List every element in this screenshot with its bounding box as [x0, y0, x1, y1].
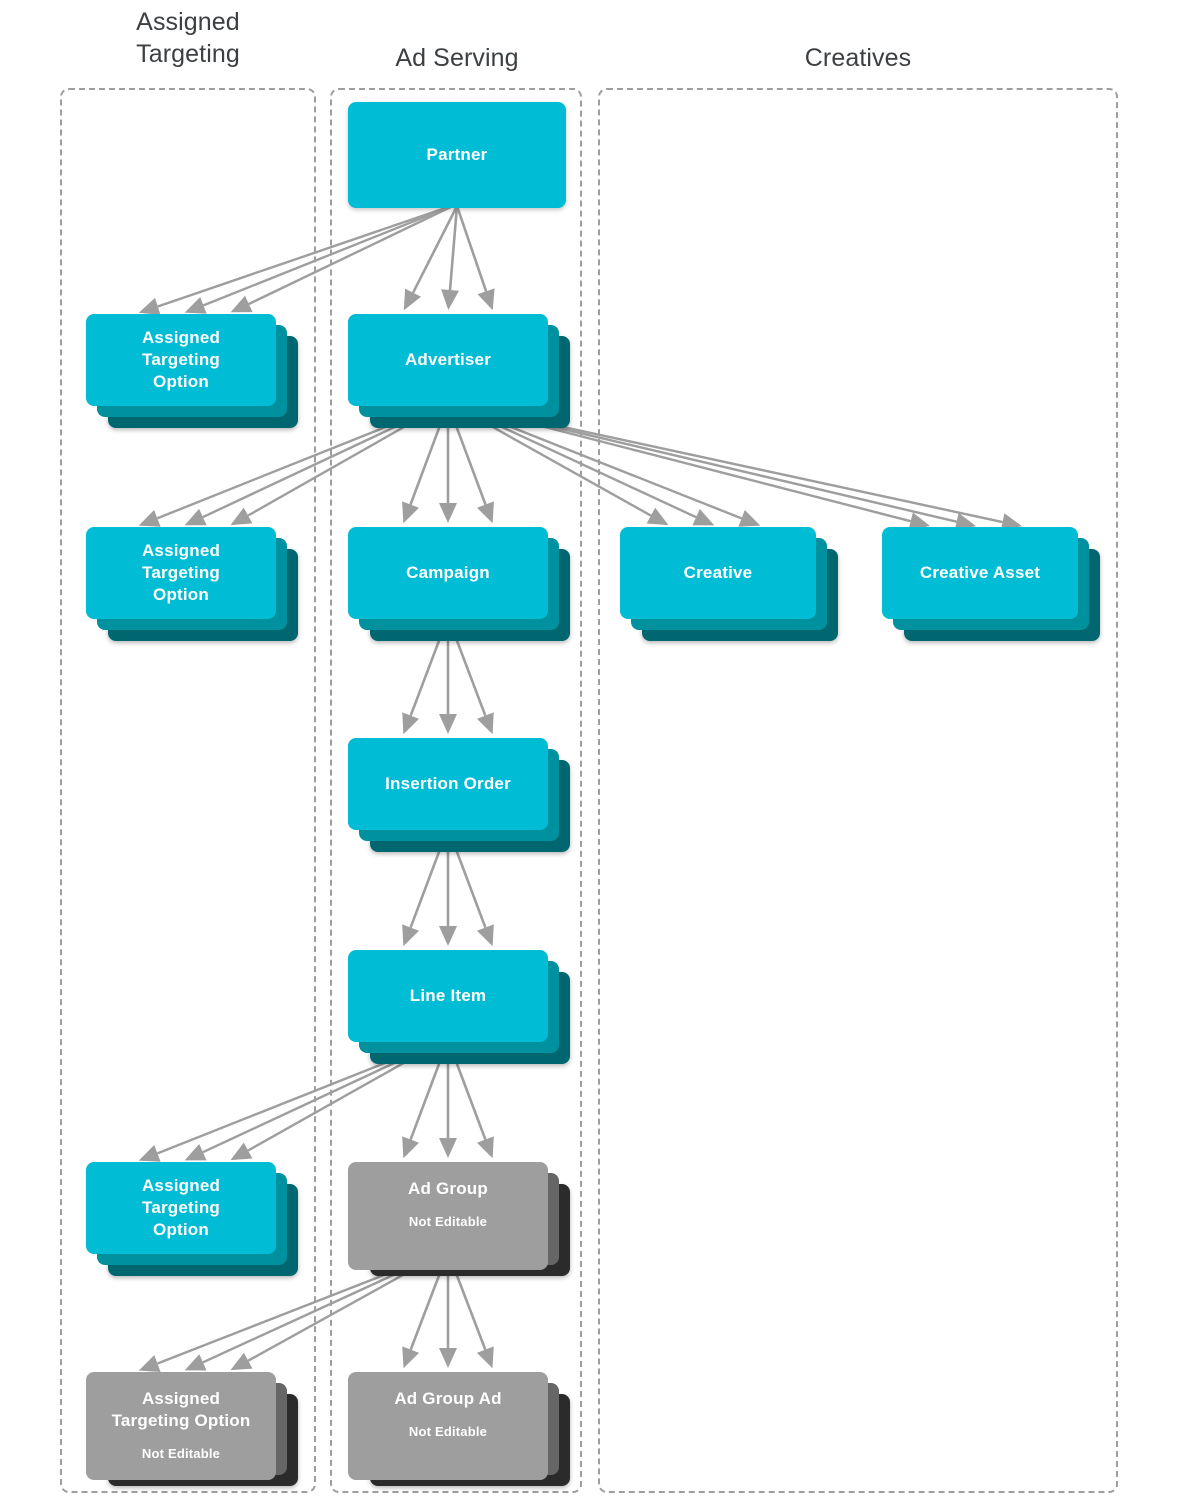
group-container-creatives — [598, 88, 1118, 1493]
node-campaign[interactable]: Campaign — [348, 527, 570, 641]
column-header-creatives: Creatives — [598, 42, 1118, 74]
column-header-assigned-targeting: Assigned Targeting — [58, 6, 318, 70]
node-face: Campaign — [348, 527, 548, 619]
node-face: Advertiser — [348, 314, 548, 406]
node-title: Ad Group Ad — [394, 1389, 502, 1408]
node-line-item[interactable]: Line Item — [348, 950, 570, 1064]
node-title: Assigned Targeting Option — [141, 1176, 221, 1239]
node-title: Creative — [683, 563, 753, 582]
column-header-line: Creatives — [804, 44, 912, 72]
column-header-ad-serving: Ad Serving — [330, 42, 584, 74]
node-subtitle: Not Editable — [408, 1214, 488, 1229]
node-ato-advertiser[interactable]: Assigned Targeting Option — [86, 527, 298, 641]
node-title: Assigned Targeting Option — [141, 328, 221, 391]
group-container-assigned-targeting — [60, 88, 316, 1493]
node-face: Creative Asset — [882, 527, 1078, 619]
node-title: Advertiser — [404, 350, 492, 369]
node-title: Ad Group — [408, 1179, 488, 1198]
node-face: Ad Group Ad Not Editable — [348, 1372, 548, 1480]
node-ad-group-ad[interactable]: Ad Group Ad Not Editable — [348, 1372, 570, 1486]
node-face: Partner — [348, 102, 566, 208]
node-subtitle: Not Editable — [141, 1446, 221, 1461]
node-creative-asset[interactable]: Creative Asset — [882, 527, 1100, 641]
node-title: Insertion Order — [385, 774, 511, 793]
node-title: Campaign — [406, 563, 490, 582]
node-title: Assigned Targeting Option — [111, 1389, 251, 1430]
node-face: Creative — [620, 527, 816, 619]
node-advertiser[interactable]: Advertiser — [348, 314, 570, 428]
node-face: Insertion Order — [348, 738, 548, 830]
node-title: Partner — [426, 145, 488, 164]
node-insertion-order[interactable]: Insertion Order — [348, 738, 570, 852]
node-face: Assigned Targeting Option — [86, 527, 276, 619]
node-face: Line Item — [348, 950, 548, 1042]
column-header-line: Assigned Targeting — [136, 8, 240, 68]
node-title: Line Item — [409, 986, 487, 1005]
node-ato-line-item[interactable]: Assigned Targeting Option — [86, 1162, 298, 1276]
group-container-ad-serving — [330, 88, 582, 1493]
node-subtitle: Not Editable — [408, 1424, 488, 1439]
column-header-line: Ad Serving — [395, 44, 519, 72]
node-ato-partner[interactable]: Assigned Targeting Option — [86, 314, 298, 428]
node-title: Creative Asset — [919, 563, 1041, 582]
node-face: Assigned Targeting Option — [86, 314, 276, 406]
node-partner[interactable]: Partner — [348, 102, 566, 208]
node-title: Assigned Targeting Option — [141, 541, 221, 604]
node-creative[interactable]: Creative — [620, 527, 838, 641]
node-face: Assigned Targeting Option — [86, 1162, 276, 1254]
